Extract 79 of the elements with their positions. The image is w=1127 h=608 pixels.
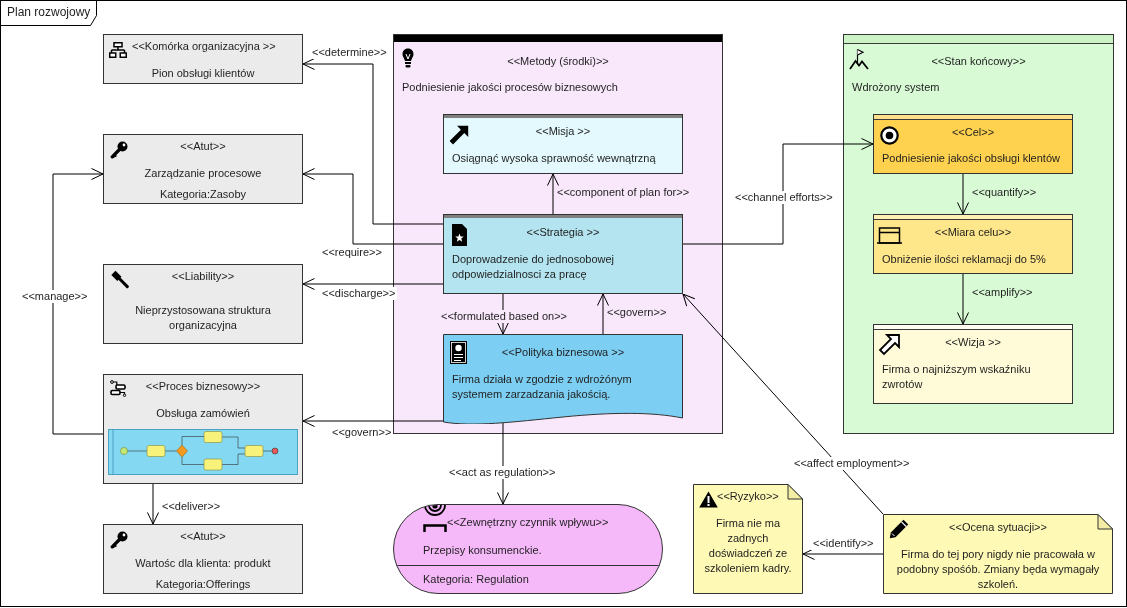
group-panel: [843, 34, 1114, 434]
node-text: Pion obsługi klientów: [150, 66, 256, 81]
edge-label: <<govern>>: [330, 426, 394, 439]
category-label: Kategoria: Regulation: [423, 572, 530, 587]
edge-label: <<govern>>: [605, 306, 669, 319]
node-text: Przepisy konsumenckie.: [423, 543, 543, 558]
arrow: [52, 168, 104, 435]
edge-label: <<require>>: [320, 246, 384, 259]
stereotype-label: <<Atut>>: [179, 139, 227, 154]
stereotype-label: <<Ryzyko>>: [717, 489, 780, 504]
element-box: [873, 214, 1073, 274]
edge-label: <<affect employment>>: [792, 457, 912, 470]
edge-label: <<discharge>>: [320, 287, 398, 300]
node-text: Obsługa zamówień: [155, 406, 251, 421]
stereotype-label: <<Komórka organizacyjna >>: [132, 39, 277, 54]
arrow: [302, 278, 444, 290]
element-box: [443, 214, 683, 294]
node-text: Wdrożony system: [852, 80, 941, 95]
node-text: Podniesienie jakości obsługi klentów: [882, 151, 1061, 166]
stereotype-label: <<Cel>>: [950, 125, 996, 140]
node-text: Firma o najniższym wskaźniku zwrotów: [882, 362, 1032, 392]
node-text: Nieprzystosowana struktura organizacyjna: [134, 303, 272, 333]
edge-label: <<act as regulation>>: [447, 466, 558, 479]
arrow: [682, 138, 874, 245]
arrow: [147, 483, 159, 525]
arrow: [302, 415, 444, 427]
arrow: [802, 548, 884, 560]
element-box: [873, 114, 1073, 174]
element-box: [103, 264, 303, 344]
node-text: Firma działa w zgodzie z wdrożónym systemem zarzadzania jakością.: [452, 372, 633, 402]
element-box: [873, 324, 1073, 404]
edge-label: <<deliver>>: [160, 500, 223, 513]
edge-label: <<amplify>>: [970, 286, 1035, 299]
node-text: Zarządzanie procesowe: [143, 166, 263, 181]
node-text: Firma do tej pory nigdy nie pracowała w podobny spośób. Zmiany będa wymagały szkoleń.: [895, 547, 1101, 592]
edge-label: <<channel efforts>>: [733, 191, 835, 204]
edge-label: <<formulated based on>>: [439, 310, 569, 323]
stereotype-label: <<Miara celu>>: [933, 225, 1013, 240]
edge-label: <<quantify>>: [970, 186, 1039, 199]
stereotype-label: <<Proces biznesowy>>: [144, 379, 262, 394]
note-shape: [883, 514, 1113, 594]
node-text: Obniżenie ilości reklamacji do 5%: [882, 252, 1047, 267]
stereotype-label: <<Strategia >>: [525, 225, 601, 240]
element-box: [103, 374, 303, 484]
node-text: Wartośc dla klienta: produkt: [134, 556, 272, 571]
category-label: Kategoria:Zasoby: [158, 187, 248, 202]
stereotype-label: <<Atut>>: [179, 529, 227, 544]
category-label: Kategoria:Offerings: [154, 577, 252, 592]
arrow: [302, 58, 444, 225]
frame-title: Plan rozwojowy: [0, 0, 97, 26]
element-box: [103, 34, 303, 84]
arrow: [957, 273, 969, 325]
arrow: [302, 168, 444, 245]
edge-label: <<manage>>: [20, 290, 90, 303]
node-text: Podniesienie jakości procesów biznesowych: [402, 80, 619, 95]
edge-label: <<determine>>: [310, 46, 389, 59]
arrow: [682, 293, 884, 515]
stereotype-label: <<Liability>>: [170, 269, 236, 284]
node-text: Osiągnąć wysoka sprawność wewnątrzną: [452, 151, 657, 166]
document-shape: [443, 334, 683, 424]
arrow: [547, 173, 559, 215]
node-text: Doprowadzenie do jednosobowej odpowiedzialnosci za pracę: [452, 252, 616, 282]
node-text: Firma nie ma zadnych doświadczeń ze szkoleniem kadry.: [703, 516, 793, 576]
arrow: [597, 293, 609, 335]
stereotype-label: <<Wizja >>: [944, 335, 1002, 350]
arrow: [957, 173, 969, 215]
stereotype-label: <<Stan końcowy>>: [930, 54, 1027, 69]
stereotype-label: <<Zewnętrzny czynnik wpływu>>: [447, 515, 610, 530]
stereotype-label: <<Ocena sytuacji>>: [948, 520, 1048, 535]
stereotype-label: <<Misja >>: [534, 124, 592, 139]
element-box: [103, 134, 303, 204]
stereotype-label: <<Metody (środki)>>: [506, 54, 610, 69]
group-panel: [393, 34, 723, 434]
element-box: [103, 524, 303, 594]
stereotype-label: <<Polityka biznesowa >>: [500, 345, 626, 360]
edge-label: <<component of plan for>>: [555, 186, 692, 199]
edge-label: <<identify>>: [811, 537, 876, 550]
note-shape: [693, 484, 803, 594]
element-box: [443, 114, 683, 174]
